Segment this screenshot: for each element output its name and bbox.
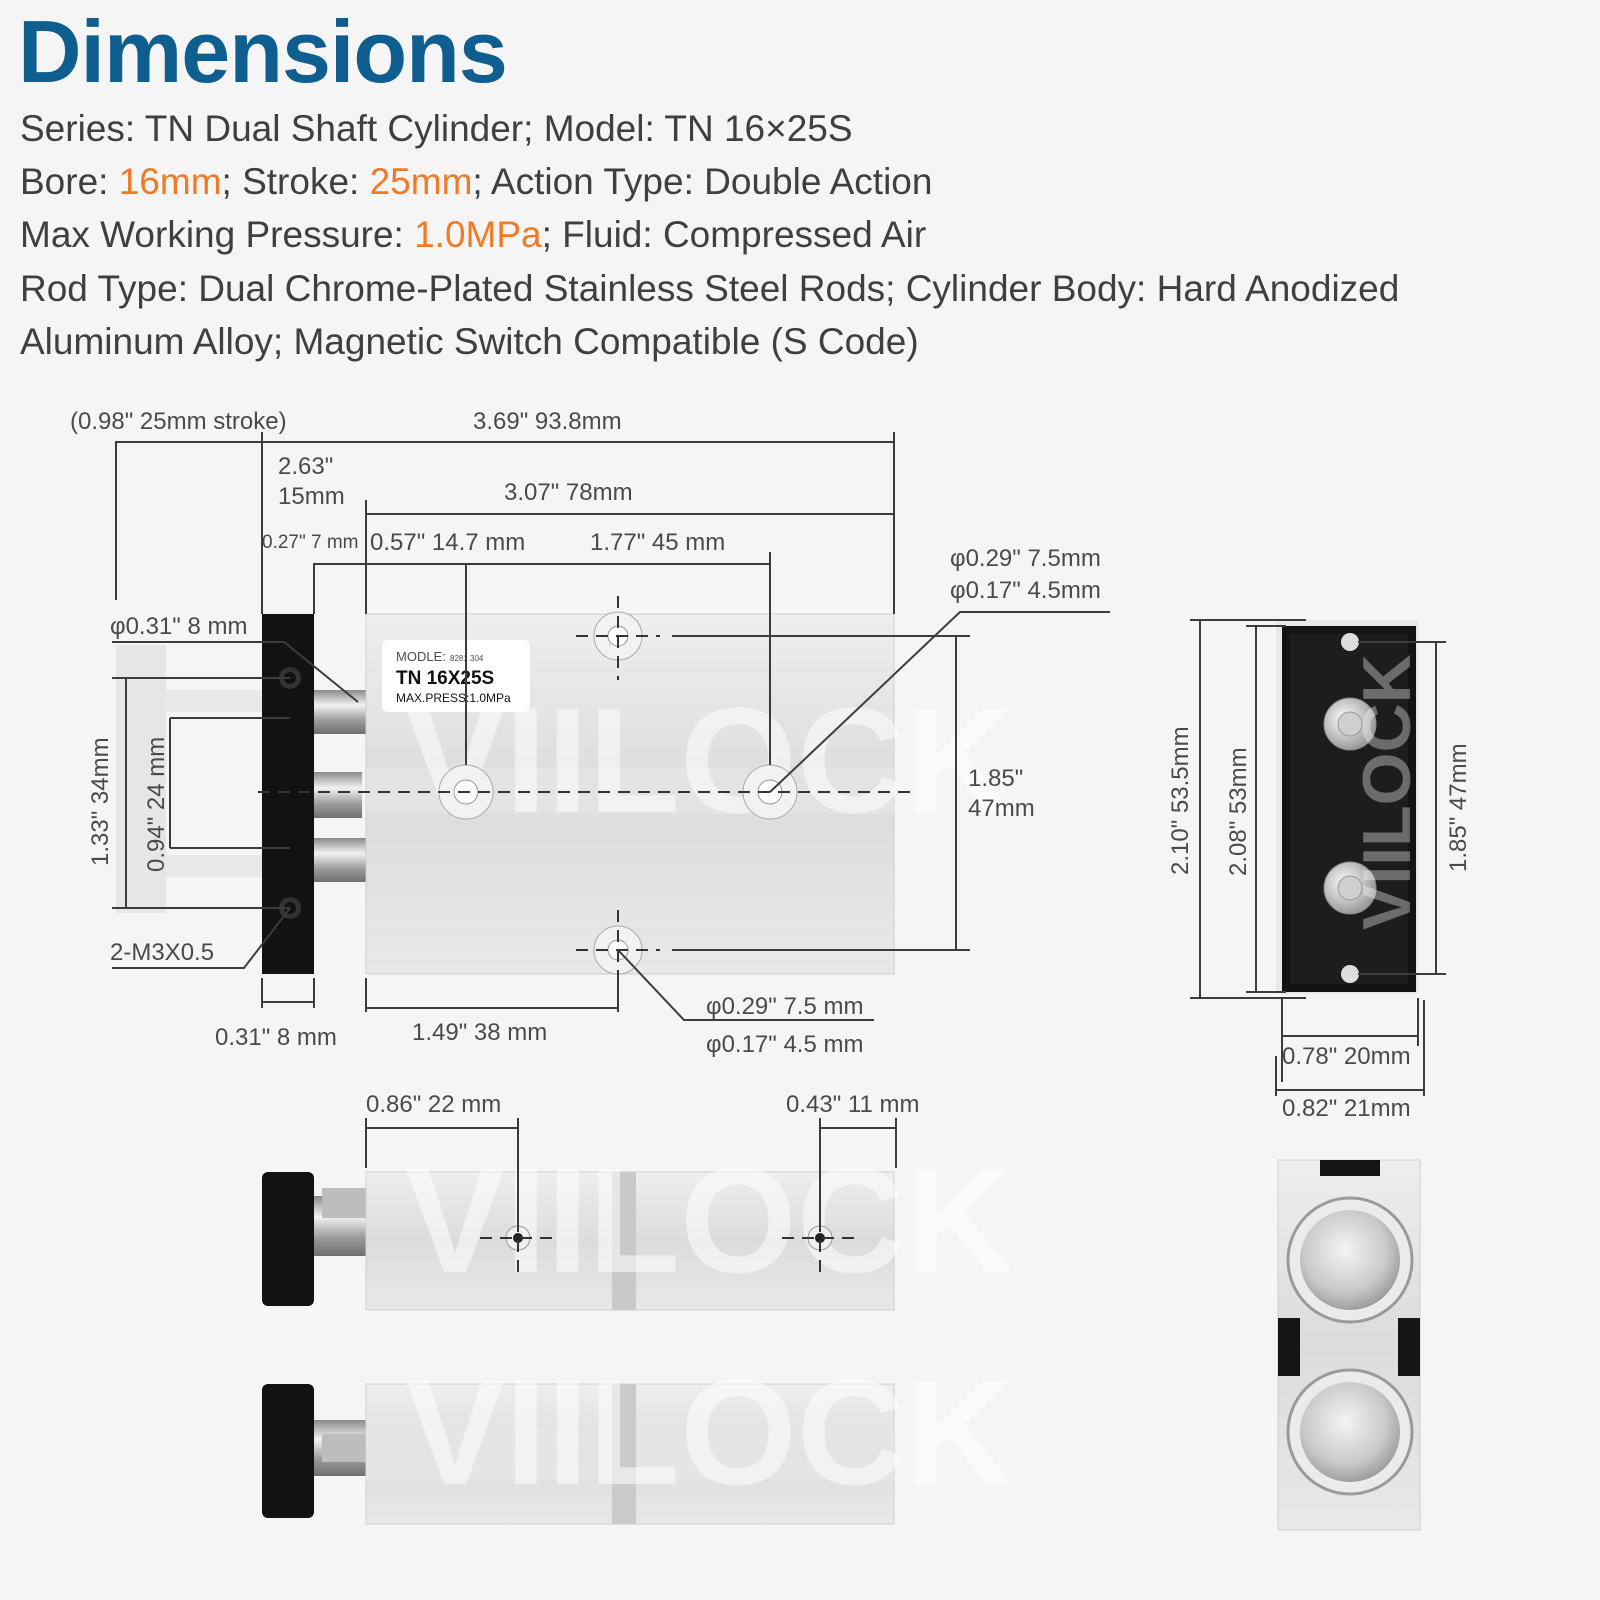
plate-width-dim: 0.78" 20mm	[1282, 1043, 1411, 1070]
spec-pressure: Max Working Pressure: 1.0MPa; Fluid: Com…	[20, 214, 927, 255]
spec-series-model: Series: TN Dual Shaft Cylinder; Model: T…	[20, 108, 853, 149]
end-hole-pitch-dim: 1.85" 47mm	[1445, 743, 1472, 872]
mount-bolt	[1323, 861, 1377, 915]
bore-value: 16mm	[118, 161, 222, 202]
hole-pitch-dim: 1.77" 45 mm	[590, 529, 725, 556]
label-model-prefix: MODLE:	[396, 649, 446, 664]
model-label	[382, 640, 530, 712]
center-nut	[312, 772, 362, 818]
cbore-bottom-dim-1: φ0.29" 7.5 mm	[706, 993, 863, 1020]
rod-upper	[310, 690, 366, 734]
mount-hole-offset-dim: 1.49" 38 mm	[412, 1019, 547, 1046]
rod-span-outer-dim: 1.33" 34mm	[87, 737, 114, 866]
end-plate	[262, 1384, 314, 1518]
spec-body-material: Aluminum Alloy; Magnetic Switch Compatib…	[20, 321, 919, 362]
top-view: VIILOCK MODLE: 8281 304 TN 16X25S MAX.PR…	[70, 408, 1110, 1058]
rod-lower	[310, 838, 366, 882]
overall-length-dim: 3.69" 93.8mm	[473, 408, 622, 435]
extended-plate-ghost	[116, 645, 166, 913]
piston-cap	[1286, 1196, 1414, 1324]
cbore-top-dim-1: φ0.29" 7.5mm	[950, 545, 1101, 572]
body-height-dim-in: 1.85"	[968, 765, 1023, 792]
plate-thickness-dim: 0.31" 8 mm	[215, 1024, 337, 1051]
end-plate	[262, 1172, 314, 1306]
cbore-top-dim-2: φ0.17" 4.5mm	[950, 577, 1101, 604]
stroke-note: (0.98" 25mm stroke)	[70, 408, 287, 435]
thread-dim: 2-M3X0.5	[110, 939, 214, 966]
label-pressure: MAX.PRESS:1.0MPa	[396, 691, 511, 705]
gap-dim: 0.27" 7 mm	[262, 532, 359, 553]
piston-cap	[1286, 1368, 1414, 1496]
body-length-dim: 3.07" 78mm	[504, 479, 633, 506]
rear-end-view	[1277, 1159, 1421, 1531]
body-width-dim: 0.82" 21mm	[1282, 1095, 1411, 1122]
plate-hole-dim: φ0.31" 8 mm	[110, 613, 247, 640]
plate-to-body-dim-mm: 15mm	[278, 483, 345, 510]
cbore-bottom-dim-2: φ0.17" 4.5 mm	[706, 1031, 863, 1058]
rod-span-inner-dim: 0.94" 24 mm	[143, 737, 170, 872]
overall-height-dim: 2.10" 53.5mm	[1167, 726, 1194, 875]
plate-height-dim: 2.08" 53mm	[1225, 747, 1252, 876]
body-height-dim-mm: 47mm	[968, 795, 1035, 822]
end-view: VIILOCK 2.10" 53.5mm 2.08" 53mm 1.85" 47…	[1167, 619, 1472, 1122]
label-model: TN 16X25S	[396, 668, 494, 689]
stroke-value: 25mm	[369, 161, 473, 202]
watermark: VIILOCK	[405, 1136, 1013, 1304]
mount-bolt	[1323, 697, 1377, 751]
port-offset-right-dim: 0.43" 11 mm	[786, 1091, 919, 1118]
plate-to-body-dim-in: 2.63"	[278, 453, 333, 480]
page-title: Dimensions	[18, 2, 508, 101]
watermark: VIILOCK	[405, 1348, 1013, 1516]
pressure-value: 1.0MPa	[414, 214, 542, 255]
port-offset-left-dim: 0.86" 22 mm	[366, 1091, 501, 1118]
spec-bore-stroke: Bore: 16mm; Stroke: 25mm; Action Type: D…	[20, 161, 933, 202]
spec-rod-type: Rod Type: Dual Chrome-Plated Stainless S…	[20, 268, 1400, 309]
watermark: VIILOCK	[1349, 654, 1425, 930]
bottom-view: VIILOCK	[262, 1348, 1013, 1525]
side-view: VIILOCK 0.86" 22 mm 0.43" 11 mm	[262, 1091, 1013, 1311]
hole-offset-dim: 0.57" 14.7 mm	[370, 529, 525, 556]
